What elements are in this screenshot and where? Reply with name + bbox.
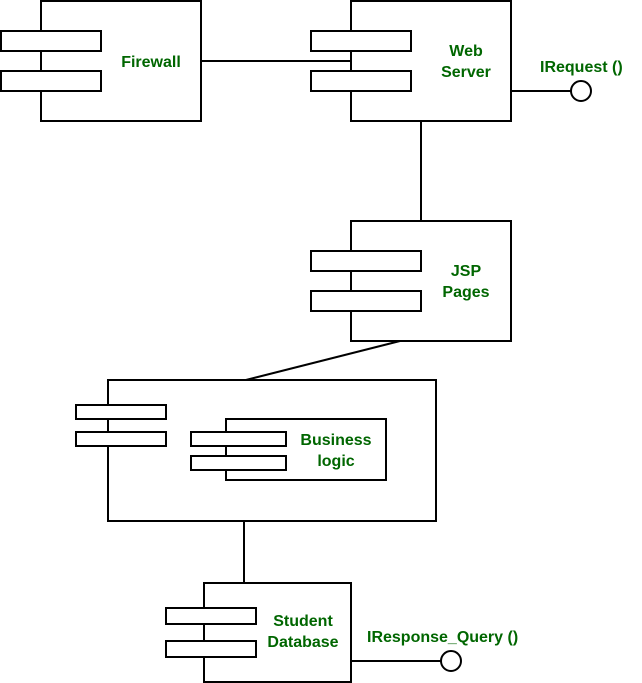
component-port-icon [310, 30, 412, 52]
component-port-icon [190, 431, 287, 447]
component-business-logic[interactable] [190, 418, 387, 481]
label-firewall: Firewall [121, 54, 181, 71]
component-port-icon [0, 70, 102, 92]
connector-jsp-container [241, 340, 401, 382]
component-port-icon [0, 30, 102, 52]
component-port-icon [310, 290, 422, 312]
component-student-database[interactable] [165, 582, 352, 683]
component-jsp-pages[interactable] [310, 220, 512, 342]
label-student-database-line1: Student [273, 613, 333, 630]
label-interface-iresponse-query: IResponse_Query () [367, 629, 518, 646]
component-firewall[interactable] [0, 0, 202, 122]
label-student-database-line2: Database [267, 634, 338, 651]
label-business-logic-line1: Business [300, 432, 371, 449]
label-business-logic-line2: logic [317, 453, 354, 470]
component-port-icon [75, 431, 167, 447]
component-port-icon [75, 404, 167, 420]
component-port-icon [310, 70, 412, 92]
component-port-icon [190, 455, 287, 471]
label-web-server-line2: Server [441, 64, 491, 81]
label-jsp-pages-line2: Pages [442, 284, 489, 301]
label-interface-irequest: IRequest () [540, 59, 623, 76]
component-port-icon [165, 607, 257, 625]
label-web-server-line1: Web [449, 43, 483, 60]
component-web-server[interactable] [310, 0, 512, 122]
label-jsp-pages-line1: JSP [451, 263, 482, 280]
interface-circle-irequest[interactable] [570, 80, 592, 102]
component-port-icon [310, 250, 422, 272]
interface-circle-iresponse-query[interactable] [440, 650, 462, 672]
component-port-icon [165, 640, 257, 658]
